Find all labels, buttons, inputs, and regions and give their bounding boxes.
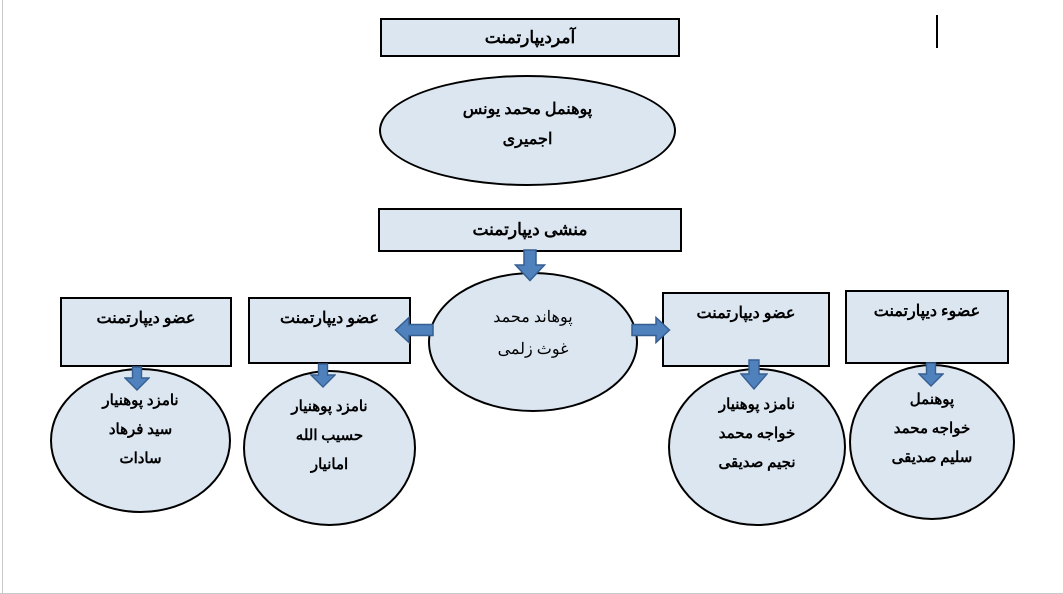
member-3-line-1: نامزد پوهنیار (718, 396, 796, 413)
member-4-line-3: سلیم صدیقی (891, 449, 973, 466)
member-ellipse-3[interactable]: نامزد پوهنیار خواجه محمد نجیم صدیقی (668, 368, 846, 526)
member-1-line-3: سادات (119, 451, 162, 467)
down-arrow-icon (514, 249, 546, 282)
member-box-2-label: عضو دیپارتمنت (280, 310, 379, 327)
member-1-line-2: سید فرهاد (108, 422, 173, 438)
down-arrow-icon (310, 363, 336, 388)
member-ellipse-1[interactable]: نامزد پوهنیار سید فرهاد سادات (50, 368, 231, 513)
department-head-label: آمردیپارتمنت (484, 27, 576, 47)
member-2-line-1: نامزد پوهنیار (291, 398, 368, 415)
department-head-box[interactable]: آمردیپارتمنت (380, 18, 680, 57)
center-name-line-1: پوهاند محمد (493, 309, 573, 326)
member-3-line-2: خواجه محمد (718, 425, 796, 442)
member-ellipse-4[interactable]: پوهنمل خواجه محمد سلیم صدیقی (849, 364, 1015, 520)
head-name-line-2: اجمیری (502, 130, 553, 148)
member-box-2[interactable]: عضو دیپارتمنت (248, 297, 411, 364)
center-name-line-2: غوث زلمی (497, 341, 569, 358)
right-arrow-icon (631, 316, 671, 344)
member-2-line-2: حسیب الله (295, 427, 364, 444)
down-arrow-icon (740, 359, 768, 390)
secretary-label: منشی دیپارتمنت (472, 220, 588, 239)
text-cursor (936, 15, 938, 48)
member-ellipse-2[interactable]: نامزد پوهنیار حسیب الله امانیار (243, 370, 416, 526)
member-4-line-2: خواجه محمد (893, 420, 971, 437)
center-name-ellipse[interactable]: پوهاند محمد غوث زلمی (428, 272, 638, 412)
member-1-line-1: نامزد پوهنیار (102, 393, 179, 409)
head-name-line-1: پوهنمل محمد یونس (462, 100, 593, 118)
member-box-4-label: عضوء دیپارتمنت (873, 303, 981, 320)
down-arrow-icon (918, 362, 944, 387)
page-edge-left (2, 0, 3, 594)
member-box-3[interactable]: عضو دیپارتمنت (662, 292, 830, 367)
member-box-1-label: عضو دیپارتمنت (96, 310, 196, 327)
left-arrow-icon (394, 316, 434, 344)
member-4-line-1: پوهنمل (909, 391, 955, 408)
member-2-line-3: امانیار (310, 456, 349, 473)
member-box-4[interactable]: عضوء دیپارتمنت (845, 290, 1009, 364)
department-head-name-ellipse[interactable]: پوهنمل محمد یونس اجمیری (379, 75, 676, 186)
secretary-box[interactable]: منشی دیپارتمنت (378, 208, 682, 252)
member-3-line-3: نجیم صدیقی (718, 454, 796, 471)
member-box-3-label: عضو دیپارتمنت (696, 305, 796, 322)
down-arrow-icon (124, 366, 150, 391)
member-box-1[interactable]: عضو دیپارتمنت (60, 297, 232, 367)
